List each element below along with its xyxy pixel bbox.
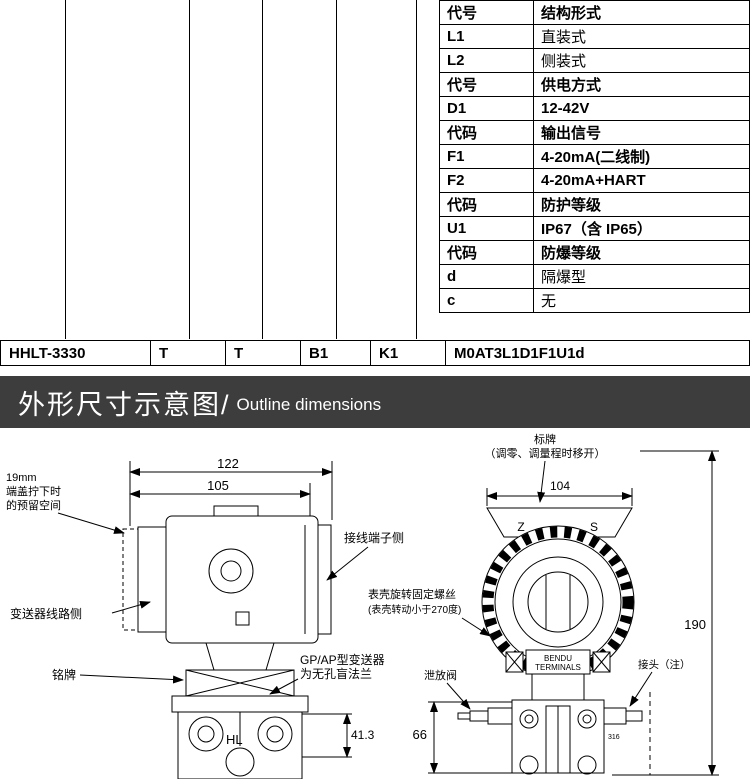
code-leader-line	[65, 0, 66, 339]
tag-label: （调零、调量程时移开）	[485, 447, 606, 460]
front-view-outline	[428, 450, 719, 776]
spec-value-cell: 隔爆型	[533, 264, 750, 289]
drain-valve-label: 泄放阀	[424, 668, 457, 682]
case-screw-label: (表壳转动小于270度)	[368, 603, 461, 616]
spec-value-cell: 输出信号	[533, 120, 750, 145]
spec-code-cell: c	[439, 288, 534, 313]
spec-code-cell: U1	[439, 216, 534, 241]
spec-value-cell: 12-42V	[533, 96, 750, 121]
spec-value-cell: 4-20mA(二线制)	[533, 144, 750, 169]
code-leader-line	[416, 0, 417, 339]
steel-mark: 316	[608, 734, 620, 741]
circuit-side-label: 变送器线路侧	[10, 606, 82, 621]
outline-dimension-drawing: 122 105 41.3 HL 19mm 端盖拧下时 的预留空间 接线端子侧 变…	[0, 430, 750, 779]
table-row: 代号供电方式	[439, 72, 750, 97]
table-row: HHLT-3330 T T B1 K1 M0AT3L1D1F1U1d	[0, 340, 750, 366]
code-leader-line	[336, 0, 337, 339]
model-code-string-cell: M0AT3L1D1F1U1d	[445, 340, 750, 366]
dimension-122: 122	[217, 456, 239, 471]
spec-code-cell: 代码	[439, 192, 534, 217]
tag-label: 标牌	[534, 432, 556, 446]
table-row: 代号结构形式	[439, 0, 750, 25]
dimension-41-3: 41.3	[351, 728, 375, 742]
terminals-text: TERMINALS	[535, 663, 581, 672]
spec-value-cell: 结构形式	[533, 0, 750, 25]
dimension-105: 105	[207, 478, 229, 493]
hl-label: HL	[226, 732, 243, 747]
spec-value-cell: 防爆等级	[533, 240, 750, 265]
spec-code-cell: 代号	[439, 0, 534, 25]
left-side-view-outline	[57, 461, 369, 779]
reserve-space-label: 19mm	[6, 472, 37, 484]
reserve-space-label: 的预留空间	[6, 498, 61, 512]
nameplate-label: 铭牌	[52, 667, 76, 682]
spec-code-cell: L2	[439, 48, 534, 73]
terminals-text: BENDU	[544, 654, 572, 663]
spec-code-cell: F1	[439, 144, 534, 169]
code-leader-line	[189, 0, 190, 339]
connector-label: 接头（注）	[638, 658, 691, 671]
span-letter: S	[590, 520, 598, 534]
spec-code-cell: L1	[439, 24, 534, 49]
terminal-side-label: 接线端子侧	[344, 530, 404, 545]
spec-value-cell: 侧装式	[533, 48, 750, 73]
dimension-66: 66	[413, 727, 427, 742]
spec-code-cell: D1	[439, 96, 534, 121]
spec-value-cell: 防护等级	[533, 192, 750, 217]
technical-drawing-svg: 122 105 41.3 HL 19mm 端盖拧下时 的预留空间 接线端子侧 变…	[6, 432, 719, 779]
model-code-cell: K1	[370, 340, 446, 366]
model-name-cell: HHLT-3330	[0, 340, 151, 366]
spec-value-cell: 直装式	[533, 24, 750, 49]
model-code-cell: B1	[300, 340, 371, 366]
section-title-en: Outline dimensions	[236, 395, 382, 414]
reserve-space-label: 端盖拧下时	[6, 484, 61, 498]
model-code-cell: T	[225, 340, 301, 366]
spec-value-cell: 供电方式	[533, 72, 750, 97]
spec-code-cell: 代号	[439, 72, 534, 97]
spec-value-cell: 无	[533, 288, 750, 313]
case-screw-label: 表壳旋转固定螺丝	[368, 587, 456, 601]
dimension-104: 104	[550, 479, 570, 493]
spec-code-cell: F2	[439, 168, 534, 193]
table-row: 代码防爆等级	[439, 240, 750, 265]
section-title-cn: 外形尺寸示意图/	[18, 389, 231, 420]
spec-code-cell: 代码	[439, 240, 534, 265]
spec-code-cell: d	[439, 264, 534, 289]
dimension-190: 190	[684, 617, 706, 632]
blind-flange-label: 为无孔盲法兰	[300, 666, 372, 681]
zero-letter: Z	[517, 520, 524, 534]
spec-code-cell: 代码	[439, 120, 534, 145]
drawing-labels: 122 105 41.3 HL 19mm 端盖拧下时 的预留空间 接线端子侧 变…	[6, 432, 706, 747]
blind-flange-label: GP/AP型变送器	[300, 652, 385, 667]
table-row: 代码防护等级	[439, 192, 750, 217]
table-row: 代码输出信号	[439, 120, 750, 145]
spec-value-cell: 4-20mA+HART	[533, 168, 750, 193]
spec-value-cell: IP67（含 IP65）	[533, 216, 750, 241]
model-code-cell: T	[150, 340, 226, 366]
model-number-row: HHLT-3330 T T B1 K1 M0AT3L1D1F1U1d	[0, 340, 750, 366]
section-banner: 外形尺寸示意图/ Outline dimensions	[0, 376, 750, 428]
code-leader-line	[262, 0, 263, 339]
